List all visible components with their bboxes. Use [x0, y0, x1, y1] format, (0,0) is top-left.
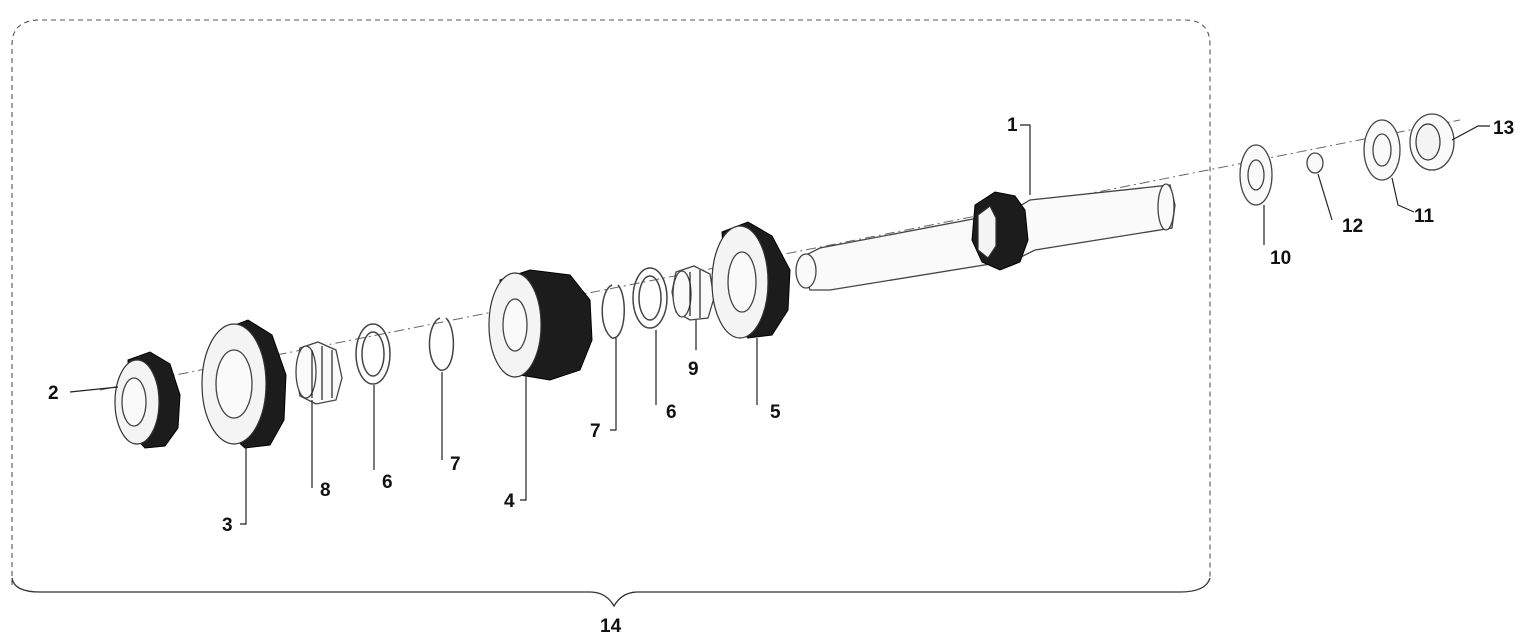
callout-2: 2 — [48, 383, 59, 404]
needle-bearing-8 — [295, 341, 343, 405]
circlip-7-right — [601, 284, 625, 339]
gear-4 — [488, 269, 593, 381]
thrust-washer-6-left — [355, 323, 391, 385]
gear-5 — [711, 221, 791, 339]
nut-13 — [1409, 113, 1455, 171]
washer-10-hole — [1247, 159, 1265, 191]
thrust-washer-6-right — [632, 267, 668, 329]
callout-1: 1 — [1007, 115, 1018, 136]
callout-6-left: 6 — [382, 472, 393, 493]
callout-4: 4 — [504, 491, 515, 512]
gear-2 — [114, 351, 181, 449]
callout-6-right: 6 — [666, 402, 677, 423]
small-ring-12 — [1306, 152, 1324, 174]
needle-bearing-9 — [671, 265, 715, 321]
callout-10: 10 — [1270, 248, 1291, 269]
circlip-7-left — [428, 317, 455, 371]
gear-3 — [201, 319, 287, 449]
spacer-11-hole — [1372, 133, 1392, 167]
thrust-washer-6-left-inner — [361, 331, 385, 377]
callout-7-left: 7 — [450, 454, 461, 475]
callout-5: 5 — [770, 402, 781, 423]
callout-8: 8 — [320, 480, 331, 501]
assembly-boundary — [11, 19, 1211, 608]
thrust-washer-6-right-inner — [638, 275, 662, 321]
callout-9: 9 — [688, 359, 699, 380]
callout-14: 14 — [600, 616, 622, 637]
callout-7-right: 7 — [590, 421, 601, 442]
callout-3: 3 — [222, 515, 233, 536]
callout-11: 11 — [1414, 206, 1435, 227]
main-shaft — [795, 183, 1176, 291]
callout-12: 12 — [1342, 216, 1363, 237]
shaft-axis-line — [99, 119, 1461, 391]
callout-labels: 1 2 3 4 5 6 6 7 7 8 9 10 12 11 13 14 — [48, 115, 1514, 637]
leader-lines — [69, 124, 1490, 525]
callout-13: 13 — [1493, 118, 1514, 139]
